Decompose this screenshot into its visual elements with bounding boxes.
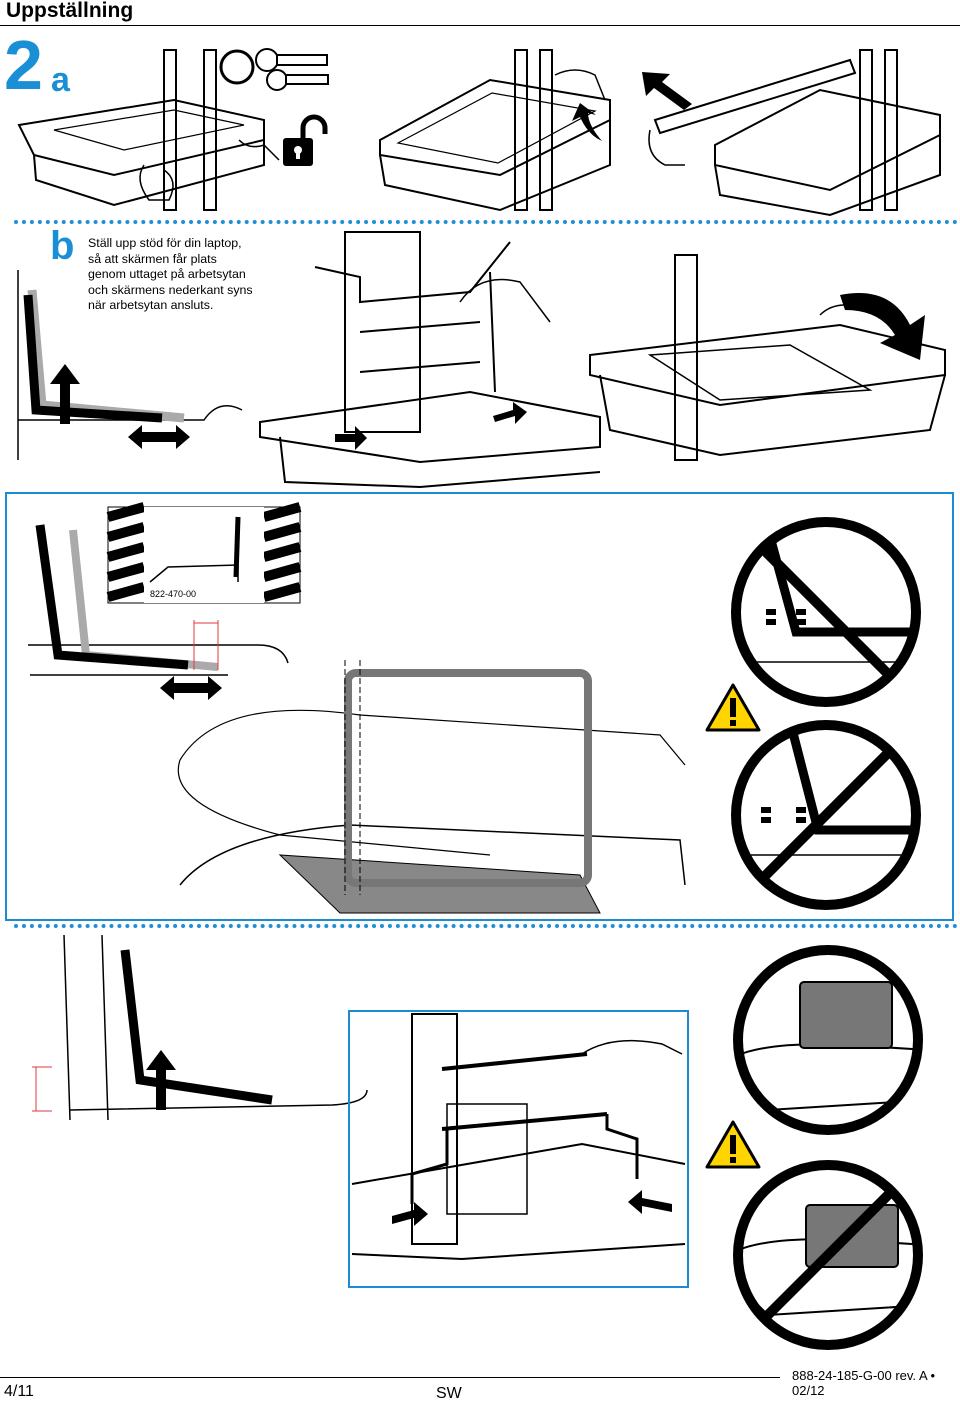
illustration-laptop-on-tray [177,660,686,914]
prohibited-icon [731,517,921,707]
document-number: 888-24-185-G-00 rev. A • 02/12 [792,1368,936,1398]
arrow-rotate-icon [572,103,602,141]
step-sub-b: b [50,224,75,268]
arrow-up-icon [50,364,80,424]
illustration-laptop-position-side [17,270,243,460]
warning-icon [705,1120,761,1169]
illustration-unlock-tray [17,49,280,211]
instruction-line: så att skärmen får plats [88,251,217,266]
instruction-line: och skärmens nederkant syns [88,282,253,297]
instruction-line: Ställ upp stöd för din laptop, [88,236,242,250]
instruction-text: Ställ upp stöd för din laptop, så att sk… [88,236,278,314]
step-number: 2 [4,26,43,104]
prohibited-icon [733,1160,923,1350]
arrow-up-icon [146,1050,176,1110]
illustration-bracket-adjust [351,1013,686,1261]
instruction-line: när arbetsytan ansluts. [88,298,214,313]
bracket-detail-frame [348,1010,689,1288]
double-arrow-icon [128,425,190,449]
title-divider [0,25,960,26]
instruction-line: genom uttaget på arbetsytan [88,267,246,282]
illustration-bracket-fold [589,254,946,461]
language-code: SW [436,1385,462,1402]
part-number-label: 822-470-00 [150,589,197,599]
warning-icon [705,683,761,732]
section-divider [14,220,958,224]
detail-frame [5,492,954,921]
double-arrow-icon [160,676,222,700]
page-title: Uppställning [6,0,134,22]
arrow-up-left-icon [642,72,692,110]
part-detail-inset [106,502,302,604]
illustration-bracket-insert [259,231,601,489]
footer-divider [0,1377,780,1378]
illustration-lift-handle [379,49,611,212]
key-icon [219,48,329,91]
illustration-raise-handle [648,49,941,217]
unlock-icon [283,114,328,166]
section-divider [14,924,958,928]
illustration-laptop-height [32,934,368,1121]
page-number: 4/11 [4,1383,34,1400]
prohibited-icon [733,945,923,1135]
step-sub-a: a [51,61,70,99]
prohibited-icon [731,720,921,910]
illustration-laptop-gap [28,524,289,676]
